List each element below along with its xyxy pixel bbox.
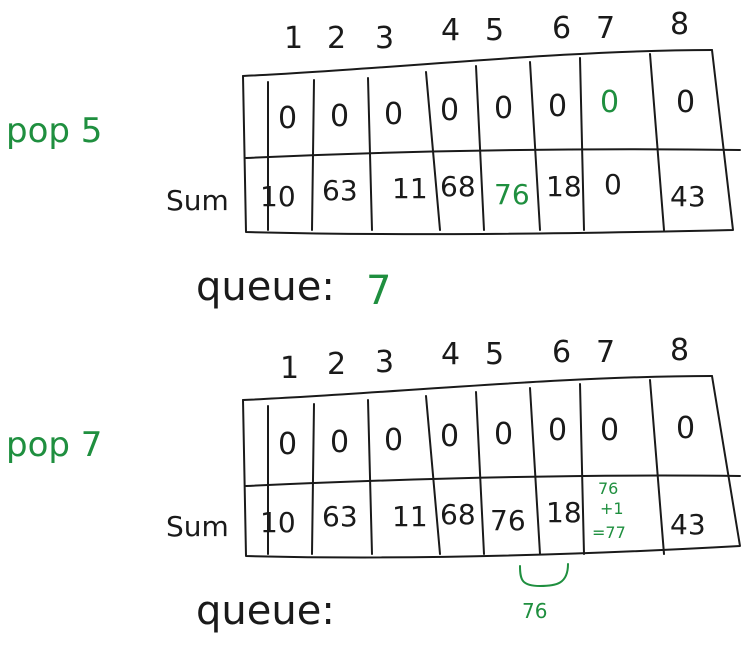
index-label: 4	[441, 337, 460, 372]
sum-cell: 11	[392, 172, 428, 205]
sum-cell: 43	[670, 508, 706, 541]
index-label: 8	[670, 7, 689, 42]
side-note: pop 5	[6, 111, 102, 151]
column-divider	[311, 79, 315, 231]
sum-cell: 11	[392, 500, 428, 533]
calc-note-line: +1	[600, 499, 624, 518]
index-label: 4	[441, 13, 460, 48]
sum-row: 10 63 11 68 76 18 0 43	[260, 168, 706, 213]
sum-cell: 10	[260, 180, 296, 213]
bracket-label: 76	[522, 599, 547, 623]
queue-label: queue:	[196, 588, 335, 634]
sum-cell: 63	[322, 174, 358, 207]
index-label: 3	[375, 21, 394, 56]
sum-cell: 68	[440, 170, 476, 203]
side-note: pop 7	[6, 425, 102, 465]
top-cell: 0	[600, 413, 619, 448]
top-row: 0 0 0 0 0 0 0 0	[278, 411, 695, 462]
column-divider	[425, 395, 441, 555]
column-divider	[529, 387, 541, 555]
column-divider	[579, 57, 585, 231]
column-divider	[475, 391, 485, 555]
index-label: 2	[327, 21, 346, 56]
index-label: 5	[485, 13, 504, 48]
top-cell: 0	[494, 417, 513, 452]
sum-cell-highlight: 76	[494, 178, 530, 211]
index-label: 5	[485, 337, 504, 372]
top-cell: 0	[330, 99, 349, 134]
index-label: 7	[596, 335, 615, 370]
sum-cell: 43	[670, 180, 706, 213]
index-labels: 1 2 3 4 5 6 7 8	[280, 333, 689, 386]
panel-2: pop 7 1 2 3 4 5 6 7 8 0	[6, 333, 741, 634]
index-labels: 1 2 3 4 5 6 7 8	[284, 7, 689, 56]
table-divider	[245, 474, 741, 487]
index-label: 6	[552, 335, 571, 370]
index-label: 6	[552, 11, 571, 46]
sum-cell: 10	[260, 506, 296, 539]
queue-value: 7	[366, 268, 391, 314]
column-divider	[529, 61, 541, 231]
index-label: 1	[280, 351, 299, 386]
index-label: 2	[327, 347, 346, 382]
column-divider	[367, 77, 373, 231]
top-cell: 0	[330, 425, 349, 460]
calc-note-line: =77	[592, 523, 626, 542]
top-cell: 0	[278, 101, 297, 136]
panel-1: pop 5 1 2 3 4 5 6 7 8 0	[6, 7, 741, 314]
top-cell-highlight: 0	[600, 85, 619, 120]
sum-cell: 0	[604, 168, 622, 201]
top-cell: 0	[440, 93, 459, 128]
sum-cell: 18	[546, 170, 582, 203]
calc-note: 76 +1 =77	[592, 479, 626, 542]
calc-note-line: 76	[598, 479, 618, 498]
index-label: 1	[284, 21, 303, 56]
column-divider	[311, 403, 315, 555]
table-top-border	[242, 49, 713, 77]
column-divider	[475, 65, 485, 231]
sum-label: Sum	[166, 510, 229, 543]
bracket-mark	[519, 563, 569, 588]
top-cell: 0	[676, 411, 695, 446]
top-cell: 0	[384, 97, 403, 132]
column-divider	[579, 383, 585, 555]
sum-row: 10 63 11 68 76 18 43	[260, 496, 706, 541]
top-cell: 0	[440, 419, 459, 454]
top-cell: 0	[494, 91, 513, 126]
index-label: 3	[375, 345, 394, 380]
column-divider	[425, 71, 441, 231]
table-top-border	[242, 375, 713, 401]
top-cell: 0	[548, 89, 567, 124]
sum-cell: 68	[440, 498, 476, 531]
array-table	[242, 49, 741, 236]
index-label: 8	[670, 333, 689, 368]
sum-cell: 18	[546, 496, 582, 529]
sum-cell: 76	[490, 504, 526, 537]
sum-label: Sum	[166, 184, 229, 217]
table-divider	[245, 148, 741, 159]
top-cell: 0	[548, 413, 567, 448]
column-divider	[367, 399, 373, 555]
top-cell: 0	[278, 427, 297, 462]
top-row: 0 0 0 0 0 0 0 0	[278, 85, 695, 136]
table-outline	[242, 375, 741, 559]
top-cell: 0	[676, 85, 695, 120]
table-outline	[242, 49, 734, 236]
array-table	[242, 375, 741, 559]
column-divider	[649, 379, 665, 555]
queue-label: queue:	[196, 264, 335, 310]
column-divider	[649, 53, 665, 231]
sum-cell: 63	[322, 500, 358, 533]
index-label: 7	[596, 11, 615, 46]
top-cell: 0	[384, 423, 403, 458]
